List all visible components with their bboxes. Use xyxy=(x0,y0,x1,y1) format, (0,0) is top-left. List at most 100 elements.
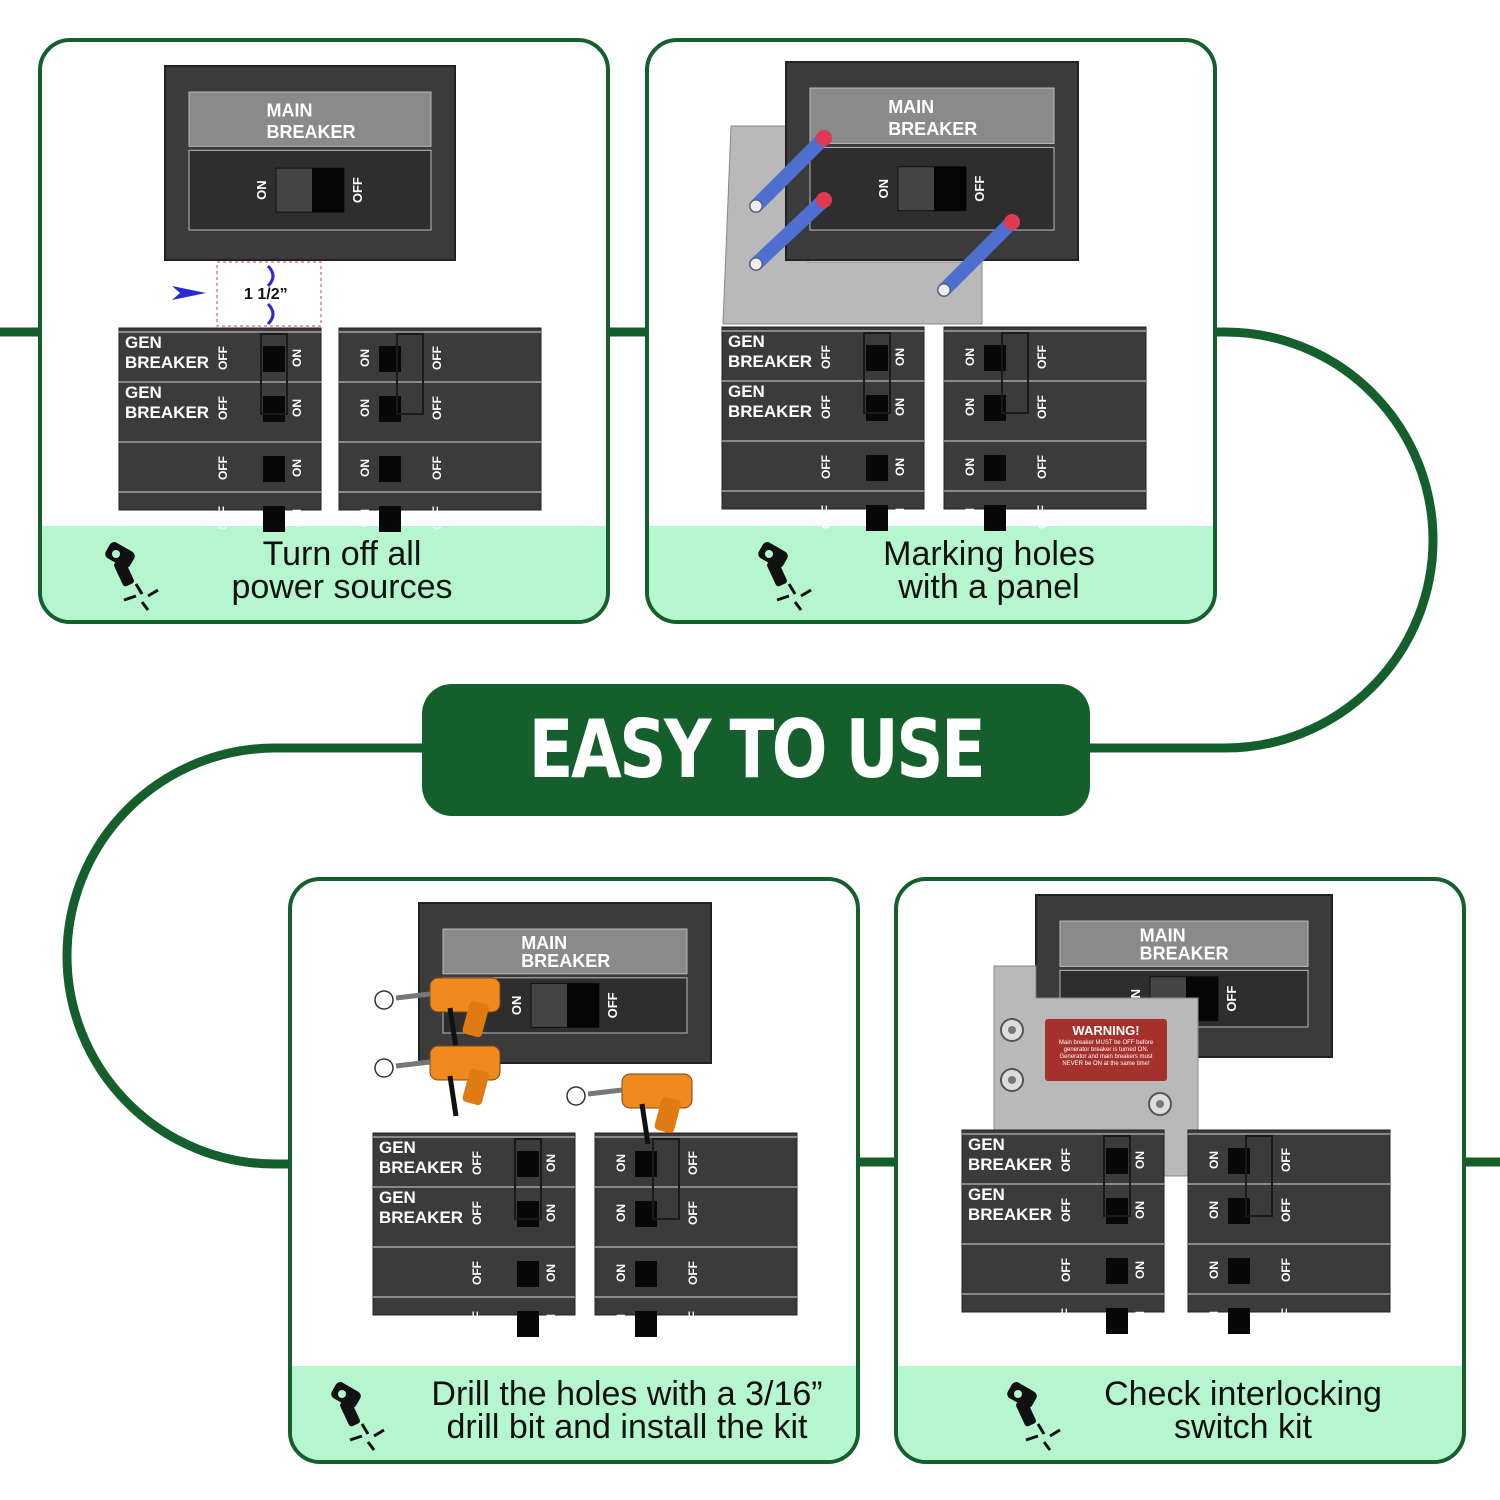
breaker-toggle xyxy=(866,395,888,421)
arrow-icon xyxy=(172,286,206,300)
dimension-label: 1 1/2” xyxy=(244,286,288,303)
breaker-toggle xyxy=(379,456,401,482)
breaker-handle-frame xyxy=(1103,1135,1131,1217)
pencil-icon xyxy=(937,215,1019,297)
pencil-eraser xyxy=(816,130,832,146)
drill-cord xyxy=(447,1075,459,1117)
warning-title: WARNING! xyxy=(1072,1023,1140,1038)
caption-line-1: Drill the holes with a 3/16” xyxy=(431,1375,823,1413)
on-label: ON xyxy=(358,509,372,527)
breaker-handle-frame xyxy=(514,1138,542,1220)
gen-breaker-text: GEN xyxy=(968,1185,1005,1204)
caption-line-1: Check interlocking xyxy=(1104,1375,1382,1413)
step-caption-bar: Drill the holes with a 3/16” drill bit a… xyxy=(292,1366,856,1460)
on-label: ON xyxy=(876,179,891,199)
gen-breaker-text: BREAKER xyxy=(728,402,812,421)
drill-bit xyxy=(395,991,431,1001)
breaker-toggle xyxy=(263,396,285,422)
main-breaker-text: BREAKER xyxy=(1140,944,1229,964)
bolt-center xyxy=(1008,1026,1016,1034)
on-label: ON xyxy=(1207,1151,1221,1169)
drill-icon xyxy=(331,1382,385,1451)
caption-line-2: drill bit and install the kit xyxy=(446,1408,808,1446)
warning-body: Main breaker MUST be OFF before generato… xyxy=(1058,1040,1154,1067)
on-label: ON xyxy=(1207,1311,1221,1329)
main-breaker-text: BREAKER xyxy=(267,122,356,142)
on-label: ON xyxy=(290,399,304,417)
on-label: ON xyxy=(290,459,304,477)
gen-breaker-text: GEN xyxy=(379,1188,416,1207)
off-label: OFF xyxy=(686,1151,700,1175)
off-label: OFF xyxy=(1035,505,1049,529)
caption-line-1: Marking holes xyxy=(883,535,1095,573)
gen-breaker-text: GEN xyxy=(379,1138,416,1157)
main-breaker-label-plate xyxy=(442,928,688,975)
on-label: ON xyxy=(358,349,372,367)
on-label: ON xyxy=(1133,1311,1147,1329)
pencil-icon xyxy=(749,193,831,271)
breaker-handle-frame xyxy=(260,333,288,415)
breaker-toggle xyxy=(984,345,1006,371)
on-label: ON xyxy=(614,1264,628,1282)
drill-target-circle xyxy=(374,1058,394,1078)
main-breaker-switch-off xyxy=(312,168,344,213)
drill-bit xyxy=(587,1087,623,1097)
on-label: ON xyxy=(893,348,907,366)
breaker-toggle xyxy=(263,506,285,532)
main-breaker-label-plate xyxy=(188,91,432,147)
off-label: OFF xyxy=(1035,345,1049,369)
breaker-toggle xyxy=(1228,1148,1250,1174)
breaker-toggle xyxy=(263,456,285,482)
off-label: OFF xyxy=(430,396,444,420)
breaker-toggle xyxy=(1228,1258,1250,1284)
breaker-toggle xyxy=(635,1311,657,1337)
on-label: ON xyxy=(290,349,304,367)
main-breaker-switch-off xyxy=(934,166,966,211)
on-label: ON xyxy=(290,509,304,527)
drill-grip xyxy=(462,1068,489,1106)
on-label: ON xyxy=(614,1314,628,1332)
breaker-toggle xyxy=(379,396,401,422)
gen-breaker-text: BREAKER xyxy=(968,1155,1052,1174)
off-label: OFF xyxy=(686,1201,700,1225)
on-label: ON xyxy=(614,1154,628,1172)
off-label: OFF xyxy=(1059,1258,1073,1282)
breaker-toggle xyxy=(517,1201,539,1227)
warning-label: WARNING! Main breaker MUST be OFF before… xyxy=(1045,1019,1167,1081)
gen-breaker-text: BREAKER xyxy=(125,353,209,372)
caption-line-1: Turn off all xyxy=(262,535,422,573)
step-caption-bar: Marking holes with a panel xyxy=(649,526,1213,620)
pencil-icon xyxy=(749,131,831,213)
on-label: ON xyxy=(254,180,269,200)
breaker-toggle xyxy=(635,1201,657,1227)
off-label: OFF xyxy=(1035,395,1049,419)
on-label: ON xyxy=(963,458,977,476)
breaker-toggle xyxy=(1228,1198,1250,1224)
hole-mark xyxy=(749,257,763,271)
breaker-toggle xyxy=(517,1261,539,1287)
breaker-bank xyxy=(943,326,1147,510)
main-breaker-text: MAIN xyxy=(1140,925,1186,945)
breaker-handle-frame xyxy=(396,333,424,415)
off-label: OFF xyxy=(1035,455,1049,479)
main-breaker-label-plate xyxy=(1059,920,1309,967)
off-label: OFF xyxy=(1059,1148,1073,1172)
breaker-toggle xyxy=(263,346,285,372)
on-label: ON xyxy=(509,996,524,1016)
gen-breaker-text: BREAKER xyxy=(968,1205,1052,1224)
on-label: ON xyxy=(544,1204,558,1222)
arrow-icon xyxy=(266,302,275,326)
on-label: ON xyxy=(614,1204,628,1222)
gen-breaker-text: BREAKER xyxy=(125,403,209,422)
breaker-toggle xyxy=(517,1151,539,1177)
breaker-toggle xyxy=(1106,1148,1128,1174)
caption-line-2: switch kit xyxy=(1174,1408,1312,1446)
breaker-toggle xyxy=(1106,1258,1128,1284)
gen-breaker-text: GEN xyxy=(728,382,765,401)
on-label: ON xyxy=(1133,1201,1147,1219)
gen-breaker-text: BREAKER xyxy=(728,352,812,371)
off-label: OFF xyxy=(216,396,230,420)
off-label: OFF xyxy=(216,346,230,370)
on-label: ON xyxy=(544,1264,558,1282)
